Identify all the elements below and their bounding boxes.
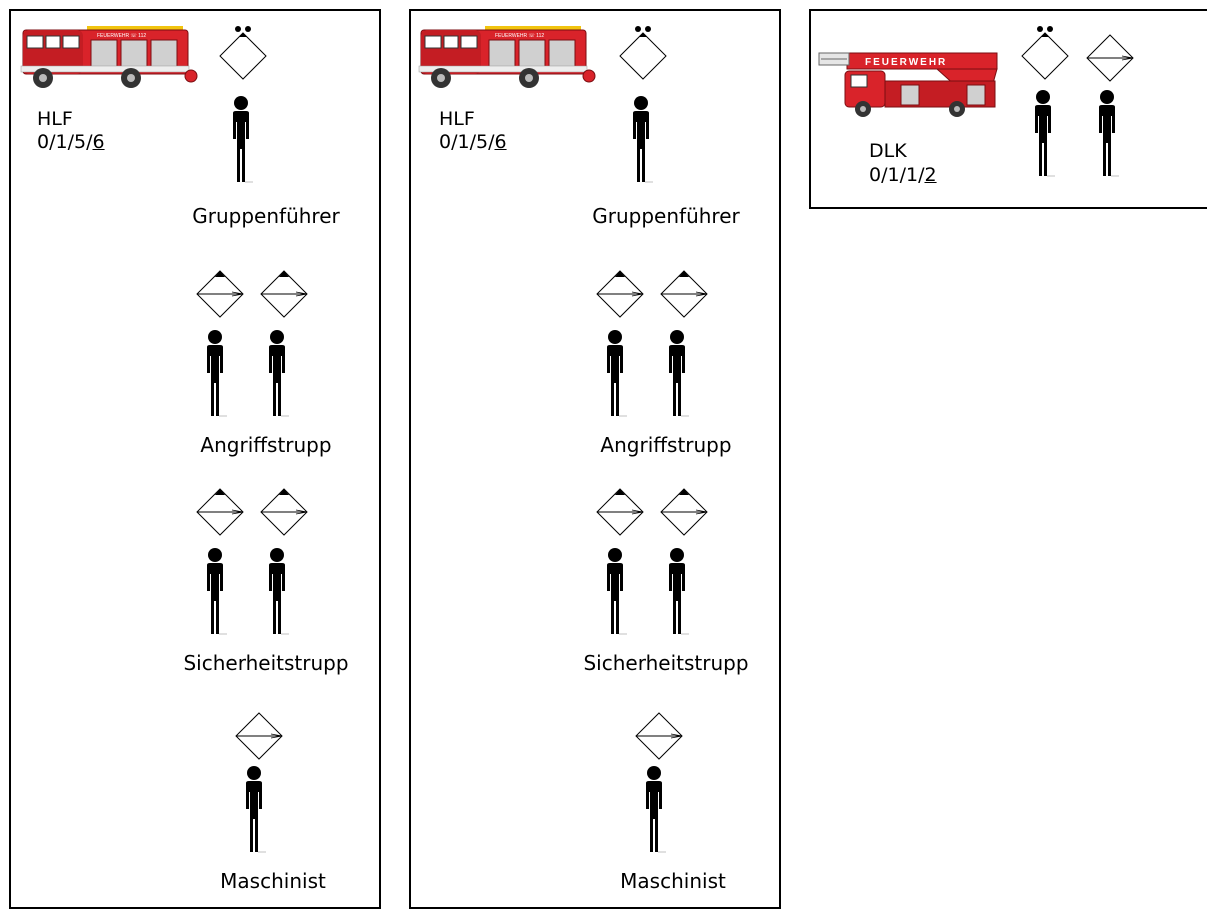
crew-strength: 0/1/5/6	[37, 131, 105, 153]
fire-truck-hlf-icon: FEUERWEHR ☏ 112	[418, 26, 596, 88]
person-icon	[668, 547, 690, 635]
vehicle-name: DLK	[869, 140, 907, 162]
leader-diamond-icon	[219, 25, 267, 80]
person-icon	[268, 329, 290, 417]
person-icon	[245, 765, 267, 853]
role-label-sicherheitstrupp: Sicherheitstrupp	[183, 651, 349, 675]
person-icon	[206, 547, 228, 635]
troop-diamond-icon	[660, 488, 708, 536]
troop-diamond-icon	[196, 270, 244, 318]
crew-strength: 0/1/1/2	[869, 164, 937, 186]
person-icon	[632, 95, 654, 183]
person-icon	[645, 765, 667, 853]
machinist-diamond-icon	[1086, 34, 1134, 82]
person-icon	[668, 329, 690, 417]
troop-diamond-icon	[596, 270, 644, 318]
truck-lettering: FEUERWEHR	[865, 57, 947, 68]
unit-panel-hlf-1: FEUERWEHR ☏ 112 HLF 0/1/5/6 Gruppenführe…	[9, 9, 381, 909]
person-icon	[1098, 89, 1120, 177]
troop-diamond-icon	[260, 270, 308, 318]
person-icon	[268, 547, 290, 635]
crew-strength: 0/1/5/6	[439, 131, 507, 153]
person-icon	[606, 547, 628, 635]
truck-lettering: FEUERWEHR ☏ 112	[97, 33, 146, 39]
troop-diamond-icon	[660, 270, 708, 318]
machinist-diamond-icon	[235, 712, 283, 760]
role-label-gruppenfuehrer: Gruppenführer	[192, 204, 340, 228]
person-icon	[1034, 89, 1056, 177]
person-icon	[206, 329, 228, 417]
role-label-angriffstrupp: Angriffstrupp	[200, 433, 332, 457]
role-label-maschinist: Maschinist	[220, 869, 326, 893]
person-icon	[232, 95, 254, 183]
vehicle-name: HLF	[439, 108, 475, 130]
turntable-ladder-truck-icon: FEUERWEHR	[818, 52, 998, 117]
truck-lettering: FEUERWEHR ☏ 112	[495, 33, 544, 39]
troop-diamond-icon	[260, 488, 308, 536]
role-label-maschinist: Maschinist	[620, 869, 726, 893]
role-label-gruppenfuehrer: Gruppenführer	[592, 204, 740, 228]
role-label-sicherheitstrupp: Sicherheitstrupp	[583, 651, 749, 675]
person-icon	[606, 329, 628, 417]
troop-diamond-icon	[596, 488, 644, 536]
troop-diamond-icon	[196, 488, 244, 536]
leader-diamond-icon	[1021, 25, 1069, 80]
leader-diamond-icon	[619, 25, 667, 80]
vehicle-name: HLF	[37, 108, 73, 130]
unit-panel-hlf-2: FEUERWEHR ☏ 112 HLF 0/1/5/6 Gruppenführe…	[409, 9, 781, 909]
fire-truck-hlf-icon: FEUERWEHR ☏ 112	[20, 26, 198, 88]
machinist-diamond-icon	[635, 712, 683, 760]
role-label-angriffstrupp: Angriffstrupp	[600, 433, 732, 457]
unit-panel-dlk: FEUERWEHR DLK 0/1/1/2	[809, 9, 1207, 209]
